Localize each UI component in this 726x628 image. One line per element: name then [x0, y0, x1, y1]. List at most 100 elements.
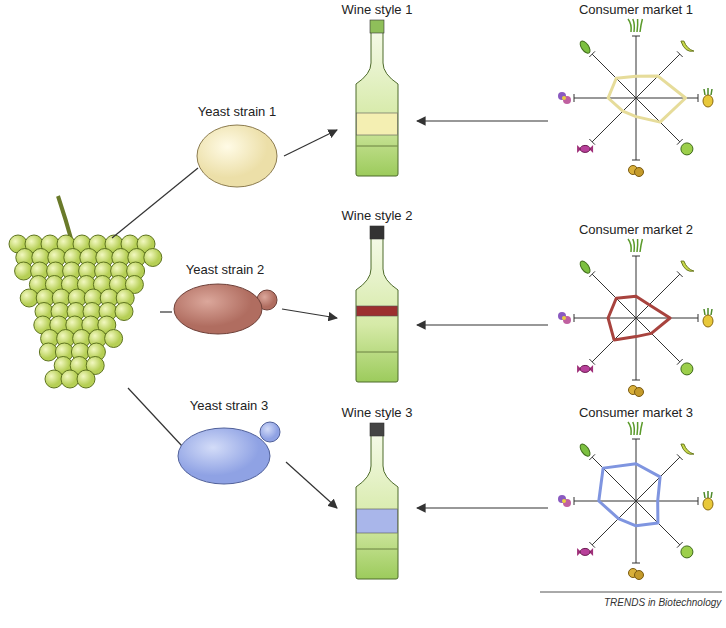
radar-axis — [636, 98, 637, 160]
flower-icon — [558, 495, 566, 503]
radar-tick — [589, 542, 595, 548]
flavour-icon — [558, 495, 571, 507]
grape-berry — [39, 343, 57, 361]
flavour-icon — [703, 88, 713, 107]
radar-axis — [574, 501, 636, 502]
node-title: Consumer market 1 — [548, 2, 724, 18]
grass-blade — [628, 239, 631, 252]
radar-tick — [698, 497, 699, 505]
consumer-market: Consumer market 1 — [548, 2, 724, 178]
pineapple-body — [703, 498, 713, 510]
radar-tick — [677, 454, 683, 460]
radar-axis — [636, 98, 698, 99]
yeast-strain: Yeast strain 1 — [190, 104, 284, 190]
flower-centre — [562, 316, 566, 320]
wine-bottle: Wine style 1 — [337, 2, 417, 178]
yeast-cell-body — [197, 125, 277, 187]
flower-centre — [562, 96, 566, 100]
node-title: Consumer market 2 — [548, 222, 724, 238]
lime-icon — [681, 363, 693, 375]
bottle-cap — [370, 423, 384, 436]
grape-berry — [115, 303, 133, 321]
flavour-icon — [578, 39, 592, 54]
radar-tick — [574, 314, 575, 322]
radar-axis — [636, 318, 637, 380]
radar-chart — [558, 422, 713, 580]
leaf-icon — [578, 259, 592, 274]
yeast-strain-shape — [192, 120, 282, 190]
consumer-market: Consumer market 2 — [548, 222, 724, 398]
node-title: Yeast strain 3 — [172, 398, 286, 414]
bottle-cap — [370, 20, 384, 33]
bottle-label-band — [357, 509, 398, 533]
flavour-icon — [577, 145, 593, 153]
flavour-icon — [628, 422, 642, 435]
bottle-glass — [356, 435, 398, 579]
nut-icon — [635, 571, 644, 580]
radar-axis — [636, 256, 637, 318]
flavour-icon — [681, 143, 693, 155]
bottle-label-band — [357, 113, 398, 135]
grape-berry — [144, 249, 162, 267]
bottle-cap — [370, 226, 384, 239]
grass-blade — [628, 19, 631, 32]
flavour-icon — [628, 19, 642, 32]
flower-icon — [563, 316, 571, 324]
consumer-market-shape — [550, 18, 722, 178]
flower-icon — [563, 96, 571, 104]
radar-tick — [677, 51, 683, 57]
radar-axis — [636, 439, 637, 501]
grape-berry — [105, 330, 123, 348]
pineapple-leaves — [704, 88, 712, 95]
leaf-icon — [578, 39, 592, 54]
nut-icon — [635, 388, 644, 397]
source-credit: TRENDS in Biotechnology — [604, 597, 721, 608]
feed-line — [160, 311, 172, 312]
pineapple-body — [703, 315, 713, 327]
flow-arrow — [282, 309, 337, 318]
radar-tick — [677, 139, 683, 145]
wine-bottle-shape — [339, 18, 415, 178]
grass-blade — [640, 19, 642, 32]
yeast-strain-shape — [174, 414, 284, 486]
radar-tick — [632, 160, 640, 161]
flavour-icon — [558, 312, 571, 324]
wine-bottle-shape — [339, 224, 415, 384]
radar-tick — [632, 439, 640, 440]
pineapple-body — [703, 95, 713, 107]
footer-rule — [540, 592, 722, 593]
radar-axis — [636, 501, 637, 563]
yeast-bud — [260, 422, 280, 442]
radar-profile — [599, 464, 660, 526]
radar-chart — [558, 239, 713, 397]
candy-body — [580, 145, 590, 152]
radar-chart — [558, 19, 713, 177]
radar-tick — [589, 359, 595, 365]
radar-axis — [636, 98, 680, 142]
flavour-icon — [578, 442, 592, 457]
radar-profile — [608, 76, 686, 122]
grape-berry — [45, 370, 63, 388]
flower-icon — [563, 499, 571, 507]
flavour-icon — [703, 308, 713, 327]
leaf-icon — [578, 442, 592, 457]
radar-tick — [677, 542, 683, 548]
flavour-icon — [577, 548, 593, 556]
radar-axis — [574, 318, 636, 319]
candy-body — [580, 548, 590, 555]
flavour-icon — [681, 444, 694, 454]
flower-icon — [558, 92, 566, 100]
flavour-icon — [681, 41, 694, 51]
nut-icon — [635, 168, 644, 177]
grape-berry — [77, 370, 95, 388]
grass-blade — [640, 422, 642, 435]
consumer-market-shape — [550, 421, 722, 581]
node-title: Wine style 1 — [337, 2, 417, 18]
yeast-strain: Yeast strain 3 — [172, 398, 286, 486]
banana-icon — [681, 444, 694, 454]
grass-blade — [633, 19, 635, 32]
node-title: Wine style 2 — [337, 208, 417, 224]
grass-blade — [636, 19, 638, 32]
flavour-icon — [681, 546, 693, 558]
